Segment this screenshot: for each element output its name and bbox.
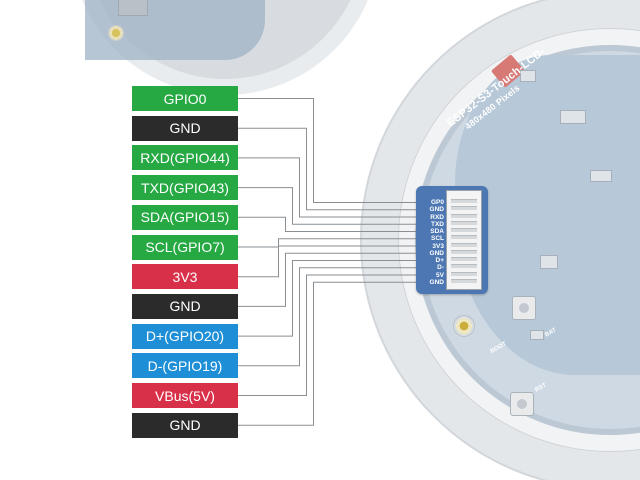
- pin-label: GND: [132, 293, 238, 319]
- connector-pin-label: SCL: [431, 235, 444, 243]
- connector-contact: [451, 278, 477, 283]
- pcb-button: [510, 392, 534, 416]
- connector-contact: [451, 257, 477, 261]
- connector-pin-label: GND: [429, 206, 444, 214]
- smd-component: [520, 70, 536, 82]
- upper-board-component: [118, 0, 148, 16]
- pin-label: VBus(5V): [132, 383, 238, 408]
- connector-pin-label: TXD: [431, 220, 444, 228]
- connector-pin-label: SDA: [430, 228, 444, 235]
- connector-contact: [451, 235, 477, 240]
- connector-housing: [446, 190, 482, 290]
- pcb-button: [512, 296, 536, 320]
- connector-contact: [451, 206, 477, 211]
- smd-component: [540, 255, 558, 269]
- connector-contact: [451, 213, 477, 218]
- smd-component: [530, 330, 544, 340]
- connector-pin-label: 3V3: [432, 242, 444, 250]
- pin-label: TXD(GPIO43): [132, 175, 238, 201]
- upper-board-mount-hole: [108, 25, 124, 41]
- pin-label: 3V3: [132, 264, 238, 290]
- connector-pin-label: RXD: [430, 213, 444, 221]
- connector-contact: [451, 249, 477, 254]
- connector-contact: [451, 199, 477, 203]
- pin-label: D+(GPIO20): [132, 323, 238, 349]
- connector-contact: [451, 271, 477, 276]
- connector-contact: [451, 242, 477, 247]
- connector-pin-label: GP0: [430, 199, 444, 206]
- connector-pin-label: GND: [429, 249, 444, 257]
- connector-contact: [451, 264, 477, 269]
- connector-contact: [451, 220, 477, 225]
- mount-hole: [453, 315, 475, 337]
- pin-label: D-(GPIO19): [132, 353, 238, 379]
- smd-component: [590, 170, 612, 182]
- connector-pin-label: D+: [435, 257, 445, 264]
- connector-contact: [451, 228, 477, 232]
- pin-label: GND: [132, 412, 238, 438]
- connector-pin-label: D-: [437, 264, 444, 272]
- pin-label: SCL(GPIO7): [132, 234, 238, 260]
- connector-pin-label: 5V: [436, 271, 444, 279]
- pin-label: GPIO0: [132, 86, 238, 111]
- pin-label: RXD(GPIO44): [132, 145, 238, 171]
- connector-pin-label: GND: [429, 278, 444, 286]
- pin-label: GND: [132, 115, 238, 141]
- pin-label: SDA(GPIO15): [132, 204, 238, 230]
- smd-component: [560, 110, 586, 124]
